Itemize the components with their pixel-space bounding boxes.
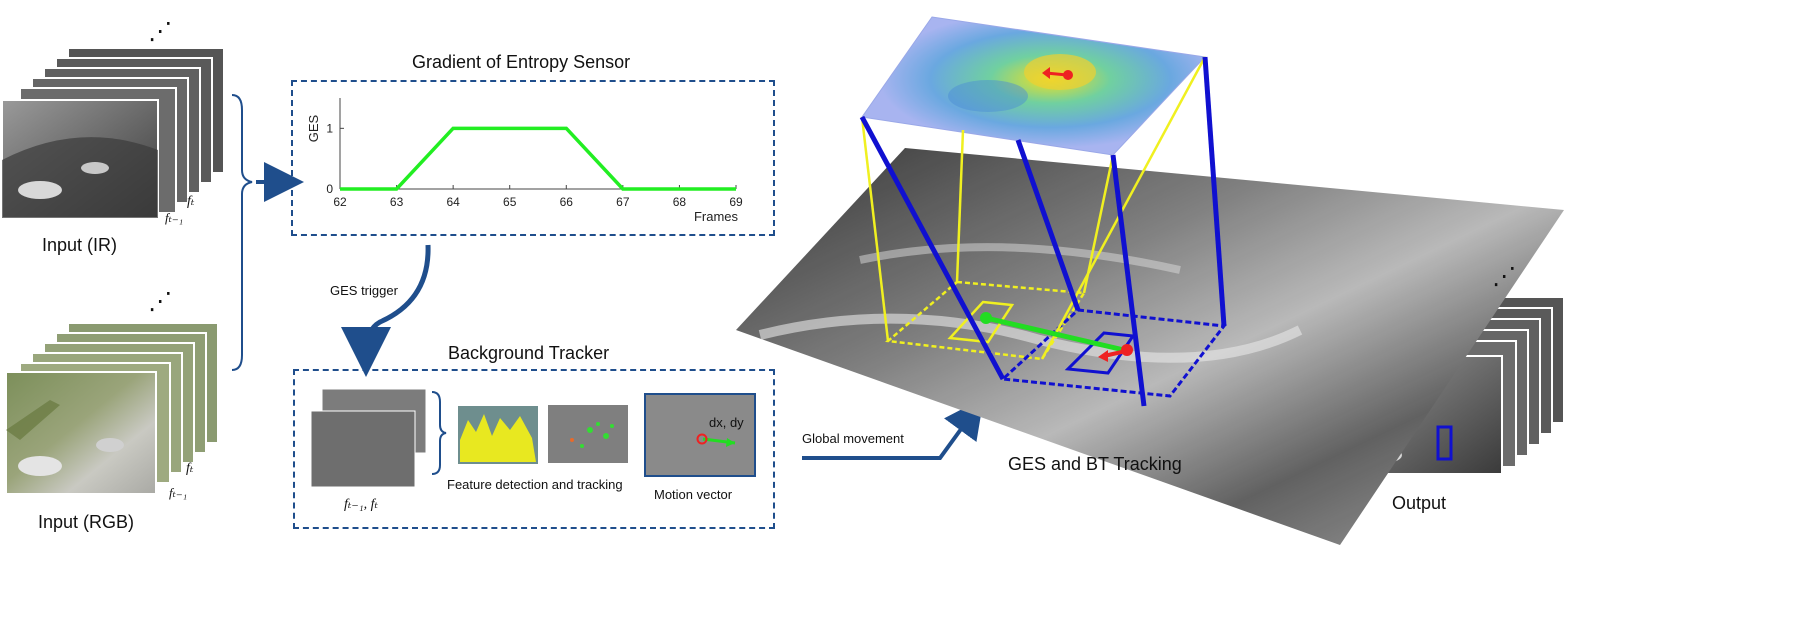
ft-pair-label: fₜ₋₁, fₜ <box>344 497 378 512</box>
global-movement-arrow <box>802 397 984 460</box>
ir-ft-label: fₜ <box>187 194 195 209</box>
motion-vector-label: Motion vector <box>654 487 733 502</box>
x-tick-label: 68 <box>673 195 687 209</box>
ges-trigger-arrow <box>341 244 431 377</box>
x-tick-label: 67 <box>616 195 630 209</box>
blue-target-box <box>1064 331 1136 375</box>
output-ellipsis: ⋰ <box>1492 263 1516 290</box>
motion-vector-origin <box>696 433 708 445</box>
input-brace <box>231 94 253 371</box>
input-rgb-frame-stack <box>5 322 219 495</box>
x-tick-label: 63 <box>390 195 404 209</box>
motion-vector-panel <box>644 393 756 477</box>
input-rgb-label: Input (RGB) <box>38 512 135 532</box>
bt-brace <box>431 391 447 475</box>
input-ir-frame-stack <box>1 47 225 219</box>
x-tick-label: 66 <box>560 195 574 209</box>
ges-title: Gradient of Entropy Sensor <box>412 52 631 72</box>
output-label: Output <box>1392 493 1447 513</box>
ges-series-line <box>340 126 736 191</box>
entropy-surface <box>861 16 1207 156</box>
y-tick-label: 0 <box>326 182 333 196</box>
x-tick-label: 64 <box>446 195 460 209</box>
rgb-ellipsis: ⋰ <box>148 288 172 315</box>
feature-detection-image-2 <box>548 405 628 463</box>
bt-frame-pair <box>310 388 427 488</box>
output-tracking-box <box>1436 425 1453 461</box>
tracking-green-vector <box>985 315 1125 353</box>
bt-title: Background Tracker <box>448 343 610 363</box>
blue-search-window <box>999 308 1227 398</box>
yellow-search-window <box>885 280 1087 361</box>
feature-detection-label: Feature detection and tracking <box>447 477 623 492</box>
bt-panel <box>293 369 775 529</box>
x-axis-label: Frames <box>694 209 739 224</box>
rgb-ft-minus-1-label: fₜ₋₁ <box>169 485 188 500</box>
ir-ellipsis: ⋰ <box>148 18 172 45</box>
y-tick-label: 1 <box>326 121 333 135</box>
ground-plane <box>736 148 1564 545</box>
projection-lines <box>859 56 1227 407</box>
yellow-target-box <box>947 300 1015 344</box>
dxdy-label: dx, dy <box>709 415 744 430</box>
y-axis-label: GES <box>306 114 321 142</box>
input-ir-label: Input (IR) <box>42 235 118 255</box>
ges-bt-tracking-label: GES and BT Tracking <box>1008 454 1182 474</box>
rgb-ft-label: fₜ <box>186 461 194 476</box>
x-tick-label: 62 <box>333 195 347 209</box>
feature-detection-image-1 <box>458 406 538 464</box>
x-tick-label: 65 <box>503 195 517 209</box>
ir-ft-minus-1-label: fₜ₋₁ <box>165 210 184 225</box>
ges-trigger-label: GES trigger <box>330 283 398 298</box>
x-tick-label: 69 <box>729 195 743 209</box>
ges-panel <box>291 80 775 236</box>
global-movement-label: Global movement <box>802 431 904 446</box>
